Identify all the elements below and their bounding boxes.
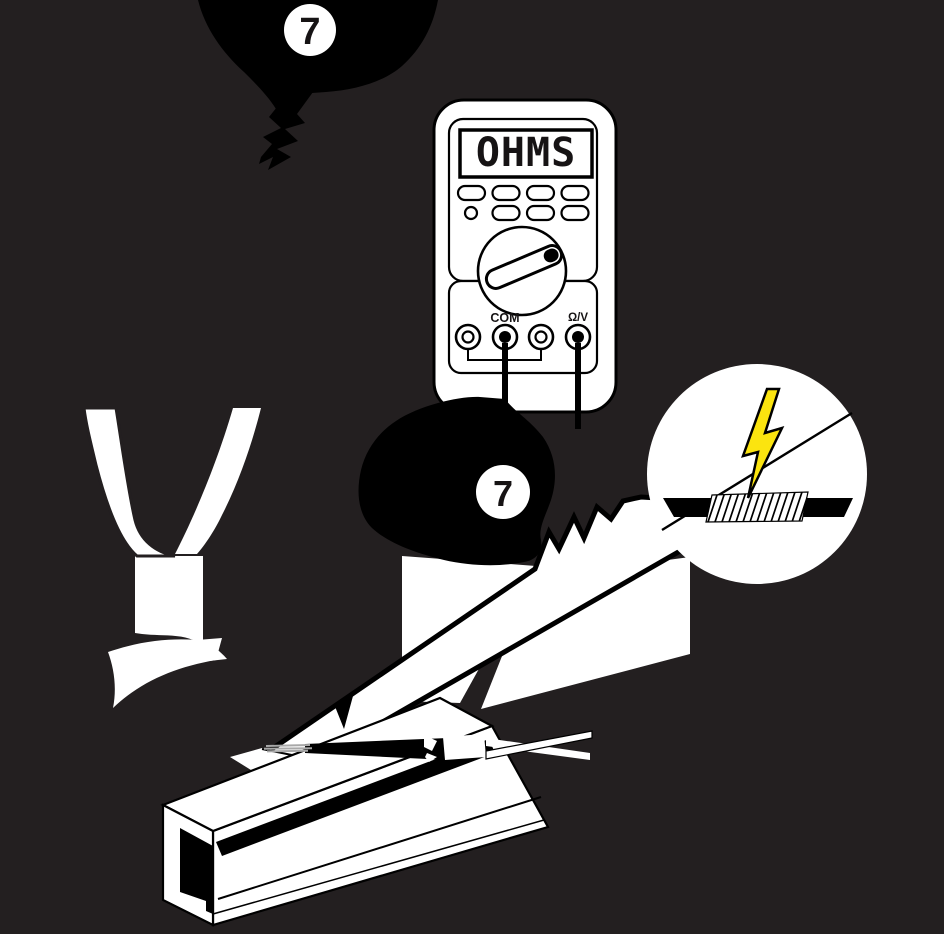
step-callout-middle: 7 <box>358 396 555 566</box>
beam-bottom-flange-line <box>212 819 545 915</box>
button-row-top <box>456 184 590 202</box>
wedge-crack <box>334 696 353 729</box>
button-row-bottom <box>463 204 590 222</box>
wire-insulated-run <box>305 738 448 760</box>
connector-tab <box>424 735 437 751</box>
lcd-display <box>458 128 594 179</box>
jack-label-ohm-v: Ω/V <box>568 312 588 324</box>
test-lead-ohm-v <box>575 343 581 429</box>
jack-hole <box>534 330 548 344</box>
step-number-badge <box>476 465 530 519</box>
meter-button <box>456 184 487 202</box>
jack-plug-com <box>499 331 511 343</box>
connector-tab-curl <box>425 753 437 762</box>
dial-knob <box>484 244 564 290</box>
split-lead-upper <box>485 730 593 760</box>
cord-jacket <box>135 556 203 647</box>
test-lead-com <box>502 343 508 405</box>
splice-tape-wrap <box>705 491 809 523</box>
lcd-display-text: OHMS <box>476 130 576 176</box>
jack-plug-ohm-v <box>572 331 584 343</box>
wire-exposed-strands <box>263 744 313 753</box>
cord-peeled-sheath <box>108 638 222 708</box>
meter-button <box>560 204 590 222</box>
split-zip-cord <box>82 406 261 708</box>
multimeter: OHMS COM Ω/V <box>432 98 618 429</box>
cord-branch-right <box>175 408 261 554</box>
step-number-middle: 7 <box>493 473 513 514</box>
balloon-shape <box>198 0 438 110</box>
meter-indicator-dot <box>463 205 479 221</box>
dial-knob-bar <box>484 244 564 290</box>
meter-button <box>525 204 556 222</box>
lightning-bolt-icon <box>741 387 785 499</box>
beam-channel-cavity <box>180 828 213 914</box>
meter-button <box>525 184 556 202</box>
balloon-jagged-tail <box>259 92 313 170</box>
beam-web-flange-line <box>217 796 542 900</box>
step-callout-top: 7 <box>198 0 438 170</box>
meter-button <box>491 184 521 202</box>
step-number-badge <box>284 4 336 56</box>
damage-detail-circle <box>647 364 867 584</box>
meter-button <box>560 184 590 202</box>
tape-hatch-lines <box>706 492 808 522</box>
beam-flange-shadow <box>216 739 495 856</box>
meter-button <box>491 204 521 222</box>
step-number-top: 7 <box>299 11 320 53</box>
wire-strand <box>265 744 311 747</box>
test-wire-assembly <box>263 730 593 762</box>
blob-shape <box>358 396 555 566</box>
c-channel-beam <box>160 696 550 927</box>
cord-branch-left <box>82 406 176 558</box>
jack-hole <box>461 330 475 344</box>
dial-knob-pointer-tip <box>543 248 559 263</box>
wire-strand <box>266 749 309 753</box>
wire-strand <box>263 747 313 750</box>
connector-body <box>443 734 486 760</box>
jack-label-com: COM <box>490 311 519 325</box>
